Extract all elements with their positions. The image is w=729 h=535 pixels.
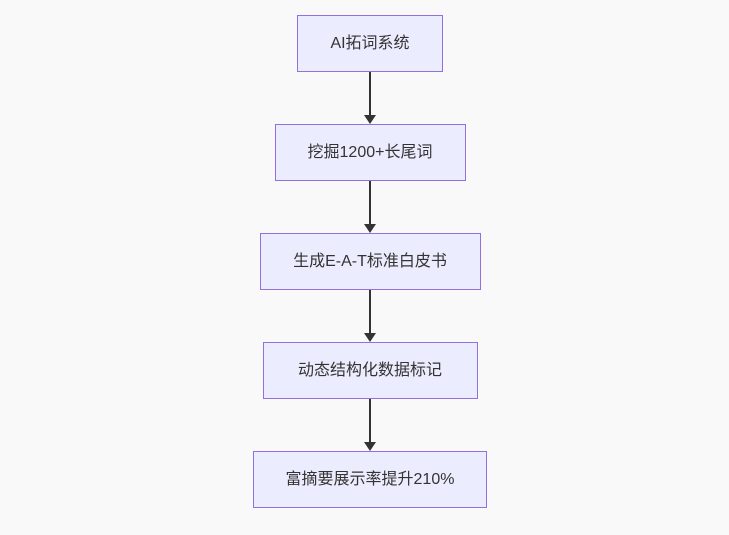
arrowhead-down-icon <box>364 115 376 124</box>
edge-line <box>369 399 371 443</box>
flow-node-label: 富摘要展示率提升210% <box>285 470 455 488</box>
arrowhead-down-icon <box>364 333 376 342</box>
flow-node-rich-snippet-uplift: 富摘要展示率提升210% <box>253 451 487 508</box>
flow-node-eat-whitepaper: 生成E-A-T标准白皮书 <box>259 233 481 290</box>
flow-node-label: 生成E-A-T标准白皮书 <box>293 252 447 270</box>
flow-edge <box>363 181 377 233</box>
flow-node-structured-data-markup: 动态结构化数据标记 <box>262 342 478 399</box>
flow-edge <box>363 399 377 451</box>
flow-node-ai-keyword-system: AI拓词系统 <box>297 15 443 72</box>
flow-edge <box>363 72 377 124</box>
flowchart: AI拓词系统 挖掘1200+长尾词 生成E-A-T标准白皮书 动态结构化数据标记… <box>253 15 487 508</box>
edge-line <box>369 181 371 225</box>
edge-line <box>369 290 371 334</box>
arrowhead-down-icon <box>364 224 376 233</box>
arrowhead-down-icon <box>364 442 376 451</box>
flow-node-label: 动态结构化数据标记 <box>297 361 442 379</box>
flow-node-longtail-mining: 挖掘1200+长尾词 <box>274 124 466 181</box>
flow-edge <box>363 290 377 342</box>
flow-node-label: 挖掘1200+长尾词 <box>307 143 433 161</box>
edge-line <box>369 72 371 116</box>
flow-node-label: AI拓词系统 <box>330 34 410 52</box>
